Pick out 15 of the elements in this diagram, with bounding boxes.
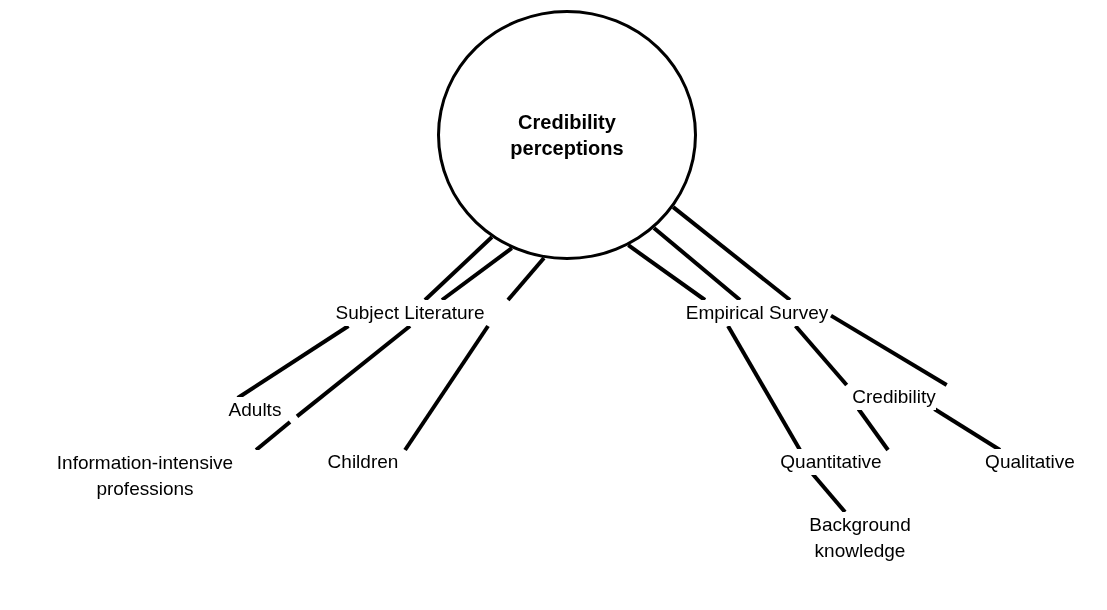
connector-line [652,226,742,302]
connector-line [726,325,802,451]
connector-line [440,246,513,302]
topic-ellipse: Credibility perceptions [437,10,697,260]
connector-line [236,324,350,400]
connector-line [627,243,707,302]
connector-line [403,324,490,452]
connector-line [254,420,292,452]
connector-line [423,235,494,302]
connector-line [671,205,792,302]
connector-line [829,313,948,387]
connector-line [933,407,1002,452]
connector-line [794,324,849,387]
connector-line [295,324,412,418]
connector-line [506,256,546,302]
